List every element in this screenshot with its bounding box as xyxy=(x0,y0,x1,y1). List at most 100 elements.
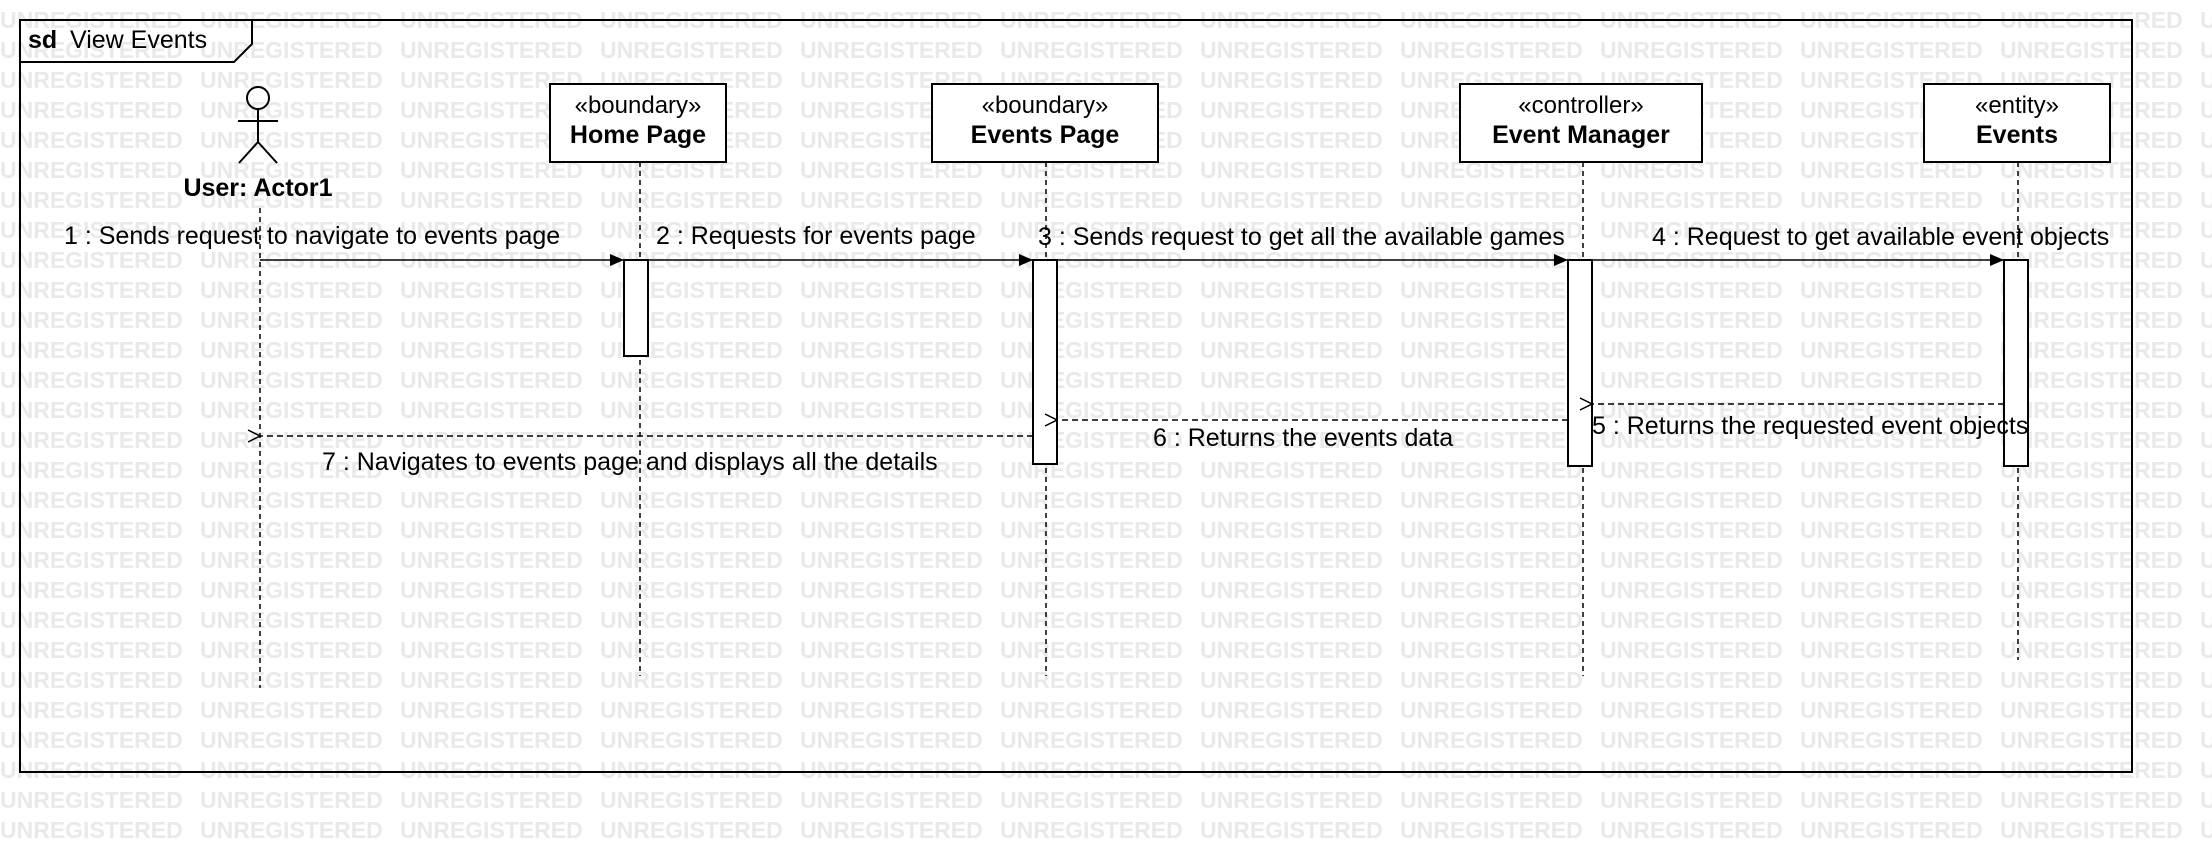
watermark-text: UNREGISTERED xyxy=(400,817,583,843)
watermark-text: UNREGISTERED xyxy=(200,667,383,693)
watermark-text: UNREGISTERED xyxy=(1200,577,1383,603)
message-label: 5 : Returns the requested event objects xyxy=(1592,412,2028,440)
watermark-text: UNREGISTERED xyxy=(1400,517,1583,543)
watermark-text: UNREGISTERED xyxy=(0,307,183,333)
watermark-text: UNREGISTERED xyxy=(2200,157,2212,183)
lifeline-stereotype: «entity» xyxy=(1975,92,2059,119)
watermark-text: UNREGISTERED xyxy=(2000,427,2183,453)
watermark-text: UNREGISTERED xyxy=(200,427,383,453)
watermark-text: UNREGISTERED xyxy=(600,847,783,852)
message-5[interactable]: 5 : Returns the requested event objects xyxy=(1592,404,2028,440)
watermark-text: UNREGISTERED xyxy=(1200,397,1383,423)
lifeline-name: Event Manager xyxy=(1492,121,1670,149)
lifeline-home-page[interactable]: «boundary» Home Page xyxy=(549,83,727,163)
watermark-text: UNREGISTERED xyxy=(800,817,983,843)
watermark-text: UNREGISTERED xyxy=(0,697,183,723)
watermark-text: UNREGISTERED xyxy=(2200,697,2212,723)
watermark-text: UNREGISTERED xyxy=(200,787,383,813)
watermark-text: UNREGISTERED xyxy=(1000,457,1183,483)
message-2[interactable]: 2 : Requests for events page xyxy=(648,222,1033,266)
watermark-text: UNREGISTERED xyxy=(600,37,783,63)
message-4[interactable]: 4 : Request to get available event objec… xyxy=(1592,223,2109,266)
watermark-text: UNREGISTERED xyxy=(1200,427,1383,453)
watermark-text: UNREGISTERED xyxy=(1400,817,1583,843)
lifeline-events-page[interactable]: «boundary» Events Page xyxy=(931,83,1159,163)
watermark-text: UNREGISTERED xyxy=(400,517,583,543)
watermark-text: UNREGISTERED xyxy=(800,367,983,393)
watermark-text: UNREGISTERED xyxy=(1000,487,1183,513)
watermark-text: UNREGISTERED xyxy=(2200,517,2212,543)
message-7[interactable]: 7 : Navigates to events page and display… xyxy=(260,436,1033,476)
watermark-text: UNREGISTERED xyxy=(800,757,983,783)
lifeline-name: Events xyxy=(1976,121,2058,149)
watermark-text: UNREGISTERED xyxy=(0,667,183,693)
watermark-text: UNREGISTERED xyxy=(2000,757,2183,783)
frame: sd View Events xyxy=(19,19,2133,773)
watermark-text: UNREGISTERED xyxy=(2200,247,2212,273)
watermark-text: UNREGISTERED xyxy=(800,637,983,663)
lifeline-events-entity[interactable]: «entity» Events xyxy=(1923,83,2111,163)
watermark-text: UNREGISTERED xyxy=(600,427,783,453)
watermark-text: UNREGISTERED xyxy=(800,547,983,573)
watermark-text: UNREGISTERED xyxy=(1800,307,1983,333)
watermark-text: UNREGISTERED xyxy=(1600,577,1783,603)
watermark-text: UNREGISTERED xyxy=(800,217,983,243)
watermark-text: UNREGISTERED xyxy=(1600,337,1783,363)
message-3[interactable]: 3 : Sends request to get all the availab… xyxy=(1038,223,1568,266)
watermark-text: UNREGISTERED xyxy=(2200,67,2212,93)
lifeline-stereotype: «controller» xyxy=(1518,92,1643,119)
lifeline-name: Home Page xyxy=(570,121,706,149)
watermark-text: UNREGISTERED xyxy=(1200,787,1383,813)
lifeline-stereotype: «boundary» xyxy=(575,92,702,119)
watermark-text: UNREGISTERED xyxy=(1600,607,1783,633)
watermark-text: UNREGISTERED xyxy=(1800,787,1983,813)
watermark-text: UNREGISTERED xyxy=(400,457,583,483)
watermark-text: UNREGISTERED xyxy=(1200,37,1383,63)
message-1[interactable]: 1 : Sends request to navigate to events … xyxy=(64,222,624,266)
watermark-text: UNREGISTERED xyxy=(2000,217,2183,243)
watermark-text: UNREGISTERED xyxy=(2200,127,2212,153)
watermark-text: UNREGISTERED xyxy=(2000,607,2183,633)
watermark-text: UNREGISTERED xyxy=(2200,667,2212,693)
watermark-text: UNREGISTERED xyxy=(1000,187,1183,213)
watermark-text: UNREGISTERED xyxy=(200,577,383,603)
watermark-text: UNREGISTERED xyxy=(600,217,783,243)
actor-label: User: Actor1 xyxy=(183,174,332,202)
watermark-text: UNREGISTERED xyxy=(2200,607,2212,633)
watermark-text: UNREGISTERED xyxy=(800,487,983,513)
watermark-text: UNREGISTERED xyxy=(1600,817,1783,843)
watermark-text: UNREGISTERED xyxy=(1600,217,1783,243)
actor-user[interactable]: User: Actor1 xyxy=(183,86,333,202)
watermark-text: UNREGISTERED xyxy=(2200,847,2212,852)
watermark-text: UNREGISTERED xyxy=(1400,667,1583,693)
watermark-text: UNREGISTERED xyxy=(1600,487,1783,513)
watermark-text: UNREGISTERED xyxy=(600,607,783,633)
message-6[interactable]: 6 : Returns the events data xyxy=(1057,420,1568,452)
watermark-text: UNREGISTERED xyxy=(1000,607,1183,633)
watermark-text: UNREGISTERED xyxy=(2200,457,2212,483)
frame-title: View Events xyxy=(70,26,207,54)
watermark-text: UNREGISTERED xyxy=(1600,277,1783,303)
activation-bar-event-manager xyxy=(1567,259,1593,467)
activation-bar-events-page xyxy=(1032,259,1058,465)
watermark-text: UNREGISTERED xyxy=(1600,427,1783,453)
watermark-text: UNREGISTERED xyxy=(800,667,983,693)
watermark-text: UNREGISTERED xyxy=(1000,367,1183,393)
watermark-text: UNREGISTERED xyxy=(1600,517,1783,543)
watermark-text: UNREGISTERED xyxy=(1400,217,1583,243)
watermark-text: UNREGISTERED xyxy=(1200,817,1383,843)
watermark-text: UNREGISTERED xyxy=(0,637,183,663)
watermark-text: UNREGISTERED xyxy=(400,217,583,243)
watermark-text: UNREGISTERED xyxy=(1800,817,1983,843)
watermark-text: UNREGISTERED xyxy=(1000,697,1183,723)
watermark-text: UNREGISTERED xyxy=(0,577,183,603)
watermark-text: UNREGISTERED xyxy=(200,307,383,333)
watermark-text: UNREGISTERED xyxy=(800,337,983,363)
watermark-text: UNREGISTERED xyxy=(0,67,183,93)
lifeline-event-manager[interactable]: «controller» Event Manager xyxy=(1459,83,1703,163)
watermark-text: UNREGISTERED xyxy=(1200,457,1383,483)
watermark-text: UNREGISTERED xyxy=(1200,127,1383,153)
watermark-text: UNREGISTERED xyxy=(600,487,783,513)
watermark-text: UNREGISTERED xyxy=(200,397,383,423)
watermark-text: UNREGISTERED xyxy=(0,487,183,513)
